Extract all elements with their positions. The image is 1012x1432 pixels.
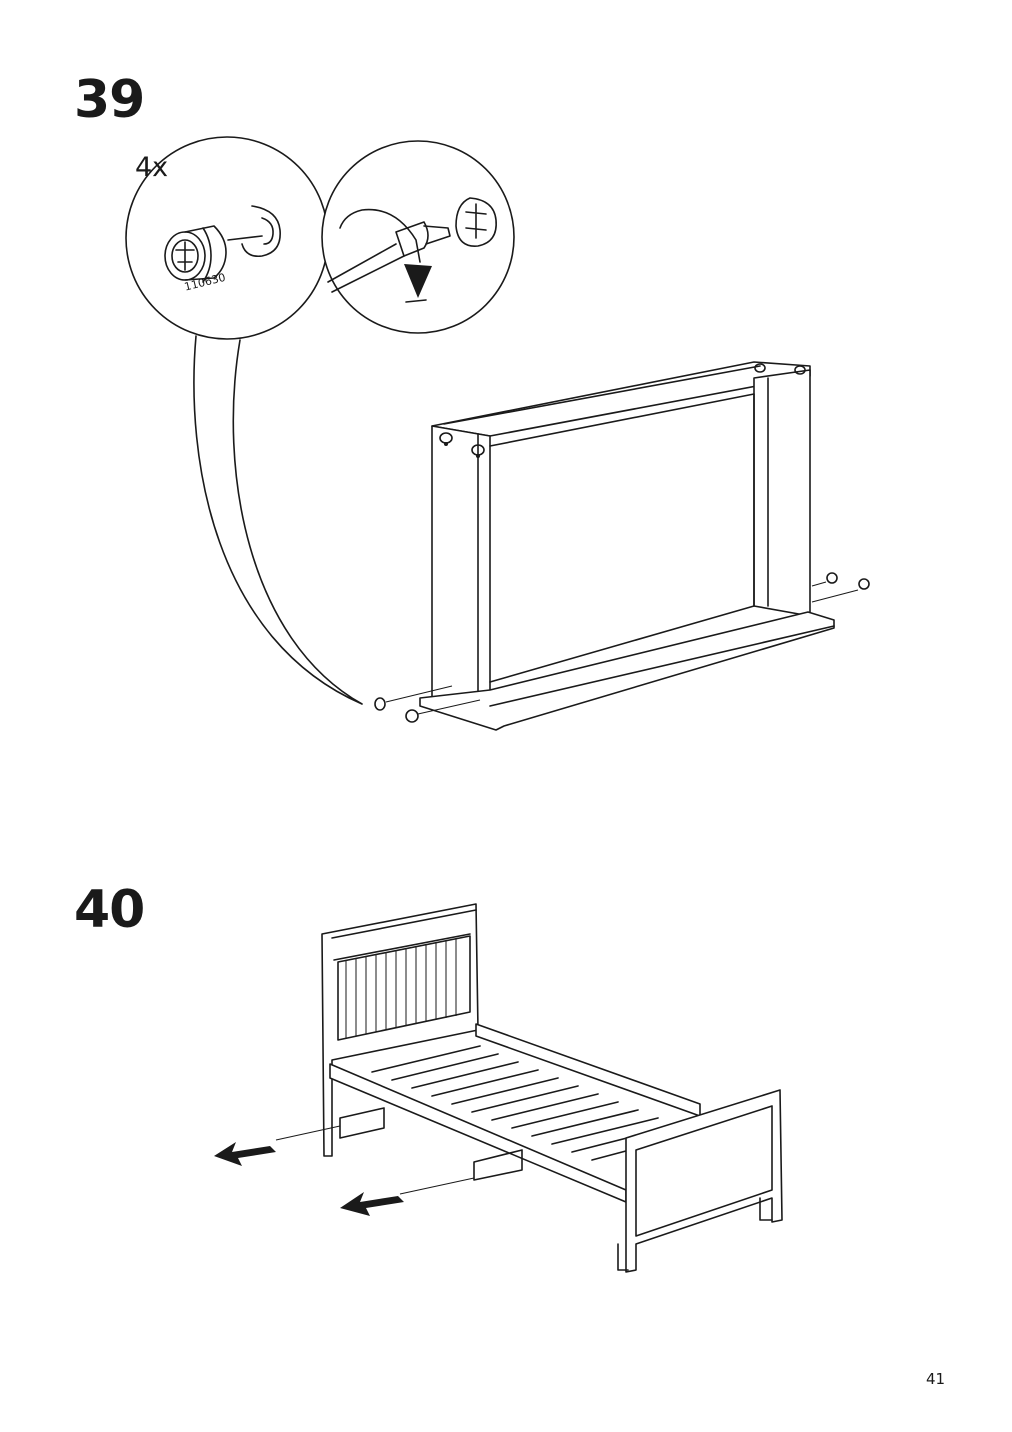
headboard-slats: [345, 938, 457, 1038]
bed-slats: [371, 1045, 691, 1161]
cam-lock-icon: [164, 205, 281, 283]
arrow-icon: [214, 1142, 276, 1166]
quantity-label: 4x: [135, 152, 169, 183]
screwdriver-icon: [327, 197, 497, 303]
step-number-40: 40: [74, 880, 145, 940]
page-number: 41: [926, 1370, 946, 1388]
callout-tail: [193, 335, 363, 705]
detail-circle-right: [321, 140, 515, 334]
step-number-39: 39: [74, 70, 145, 130]
arrow-icon: [340, 1192, 404, 1216]
bed-frame-illustration: [214, 903, 783, 1273]
drawer-box-illustration: [374, 361, 870, 731]
